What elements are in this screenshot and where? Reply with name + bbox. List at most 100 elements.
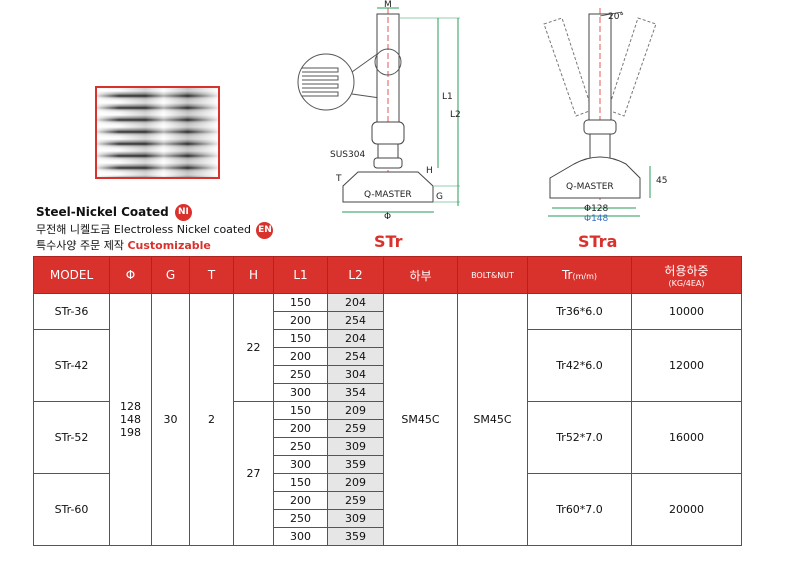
- l2-cell: 254: [327, 311, 384, 330]
- custom-text-ko: 특수사양 주문 제작: [36, 239, 124, 252]
- label-phi: Φ: [384, 212, 392, 222]
- label-g: G: [436, 192, 443, 202]
- label-m: M: [384, 0, 392, 10]
- angle-line: [599, 11, 623, 17]
- detail-leader-bottom: [351, 93, 381, 99]
- tr-cell: Tr36*6.0: [527, 293, 632, 330]
- l2-cell: 354: [327, 383, 384, 402]
- phi-value: 128: [120, 400, 141, 413]
- l1-cell: 250: [273, 509, 328, 528]
- stra-hex-nut: [583, 119, 617, 135]
- t-cell: 2: [189, 293, 234, 546]
- label-l2: L2: [450, 110, 461, 120]
- header-phi: Φ: [109, 256, 152, 294]
- header-load: 허용하중(KG/4EA): [631, 256, 742, 294]
- tr-cell: Tr42*6.0: [527, 329, 632, 402]
- label-sus304: SUS304: [330, 150, 366, 160]
- str-drawing: [297, 7, 460, 213]
- l2-cell: 209: [327, 473, 384, 492]
- str-brand-label: Q-MASTER: [364, 190, 412, 200]
- l1-cell: 300: [273, 383, 328, 402]
- l1-cell: 250: [273, 365, 328, 384]
- g-cell: 30: [151, 293, 190, 546]
- tr-cell: Tr60*7.0: [527, 473, 632, 546]
- header-tr: Tr(m/m): [527, 256, 632, 294]
- header-bolt: BOLT&NUT: [457, 256, 528, 294]
- l2-cell: 209: [327, 401, 384, 420]
- label-angle: 20°: [608, 12, 624, 22]
- load-cell: 16000: [631, 401, 742, 474]
- spec-table: MODEL Φ G T H L1 L2 하부 BOLT&NUT Tr(m/m) …: [33, 256, 742, 546]
- thread-detail-circle: [297, 53, 355, 111]
- l1-cell: 300: [273, 455, 328, 474]
- header-l2: L2: [327, 256, 384, 294]
- l2-cell: 204: [327, 293, 384, 312]
- stra-neck: [589, 133, 611, 161]
- h-cell: 22: [233, 293, 274, 402]
- label-phi128: Φ128: [584, 204, 609, 214]
- label-t: T: [336, 174, 342, 184]
- tr-cell: Tr52*7.0: [527, 401, 632, 474]
- neck: [377, 143, 399, 159]
- coating-text-2: 무전해 니켈도금 Electroless Nickel coated: [36, 223, 251, 236]
- header-t: T: [189, 256, 234, 294]
- l2-cell: 259: [327, 419, 384, 438]
- en-badge: EN: [256, 221, 274, 239]
- l1-cell: 200: [273, 347, 328, 366]
- l1-cell: 200: [273, 311, 328, 330]
- l2-cell: 309: [327, 509, 384, 528]
- label-h: H: [426, 166, 433, 176]
- label-l1: L1: [442, 92, 453, 102]
- header-load-text: 허용하중: [664, 264, 709, 278]
- rod-detail-marker: [374, 48, 402, 76]
- bolt-cell: SM45C: [457, 293, 528, 546]
- table-header-row: MODEL Φ G T H L1 L2 하부 BOLT&NUT Tr(m/m) …: [33, 256, 742, 294]
- label-45: 45: [656, 176, 668, 186]
- load-cell: 12000: [631, 329, 742, 402]
- coating-line-2: 무전해 니켈도금 Electroless Nickel coated EN: [36, 221, 274, 239]
- h-cell: 27: [233, 401, 274, 546]
- model-cell: STr-60: [33, 473, 110, 546]
- l1-cell: 200: [273, 419, 328, 438]
- base-cell: SM45C: [383, 293, 458, 546]
- stra-base-pad: [549, 156, 641, 199]
- ni-badge: NI: [174, 204, 192, 221]
- header-l1: L1: [273, 256, 328, 294]
- coating-line-1: Steel-Nickel Coated NI: [36, 204, 192, 221]
- header-load-unit: (KG/4EA): [668, 279, 705, 288]
- l1-cell: 150: [273, 473, 328, 492]
- custom-text-en: Customizable: [127, 239, 211, 252]
- l1-cell: 150: [273, 401, 328, 420]
- l1-cell: 200: [273, 491, 328, 510]
- load-cell: 20000: [631, 473, 742, 546]
- l2-cell: 259: [327, 491, 384, 510]
- phi-value: 148: [120, 413, 141, 426]
- header-h: H: [233, 256, 274, 294]
- l1-cell: 150: [273, 329, 328, 348]
- str-base-pad: [342, 171, 434, 203]
- stra-title: STra: [578, 232, 618, 251]
- str-title: STr: [374, 232, 403, 251]
- header-tr-unit: (m/m): [572, 272, 598, 281]
- model-cell: STr-42: [33, 329, 110, 402]
- header-tr-text: Tr: [561, 268, 573, 282]
- l1-cell: 150: [273, 293, 328, 312]
- thread-detail-lines: [302, 67, 339, 97]
- l2-cell: 359: [327, 527, 384, 546]
- l1-cell: 250: [273, 437, 328, 456]
- header-model: MODEL: [33, 256, 110, 294]
- detail-leader-top: [351, 51, 381, 73]
- coating-line-3: 특수사양 주문 제작 Customizable: [36, 237, 211, 253]
- label-phi148: Φ148: [584, 214, 609, 224]
- stra-drawing: [543, 8, 657, 217]
